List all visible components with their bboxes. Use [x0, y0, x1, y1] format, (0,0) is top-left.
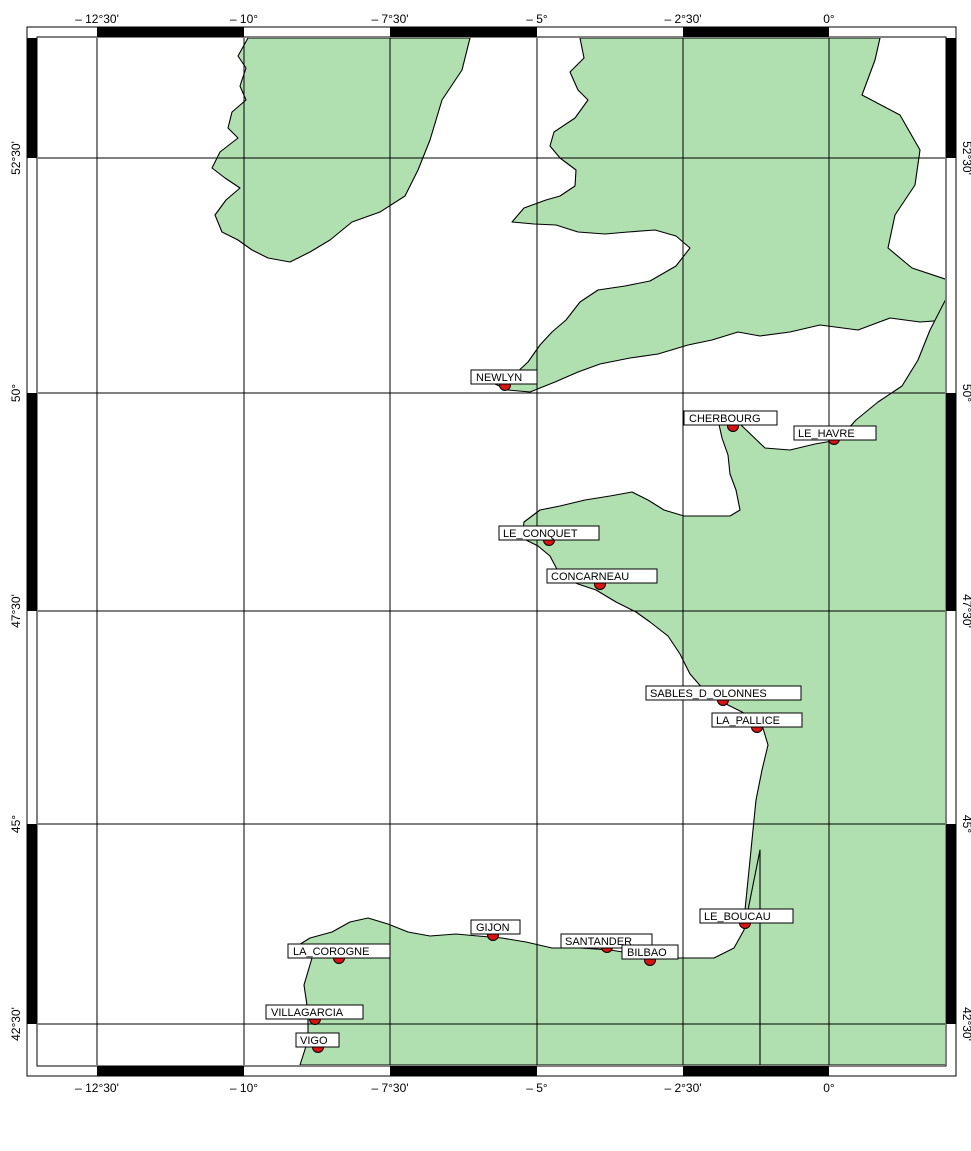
frame-segment-left: [27, 824, 37, 1024]
lon-label-bottom: – 10°: [230, 1081, 258, 1095]
lon-label-bottom: – 7°30': [371, 1081, 408, 1095]
port-label: LA_COROGNE: [293, 946, 369, 958]
lon-label-top: – 12°30': [75, 12, 119, 26]
land-layer: [211, 38, 945, 1065]
port-label-box: [470, 369, 538, 385]
lon-label-top: – 10°: [230, 12, 258, 26]
lon-label-bottom: – 2°30': [664, 1081, 701, 1095]
port-label-box: [621, 944, 679, 960]
frame-segment-top: [390, 27, 537, 37]
frame-segment-bottom: [97, 1066, 244, 1076]
lat-label-left: 45°: [9, 815, 23, 833]
port-villagarcia[interactable]: VILLAGARCIA: [265, 1004, 364, 1025]
port-label: CONCARNEAU: [551, 571, 629, 583]
port-markers[interactable]: NEWLYN CHERBOURG LE_HAVRE LE_CONQUET CON…: [265, 369, 877, 1053]
port-label: SABLES_D_OLONNES: [650, 688, 767, 700]
lon-label-top: 0°: [823, 12, 835, 26]
port-vigo[interactable]: VIGO: [295, 1032, 340, 1053]
port-label: BILBAO: [627, 947, 667, 959]
port-le-havre[interactable]: LE_HAVRE: [793, 425, 877, 445]
lat-label-left: 50°: [9, 384, 23, 402]
longitude-labels: – 12°30' – 10° – 7°30' – 5° – 2°30' 0° –…: [75, 12, 835, 1095]
lat-label-left: 42°30': [9, 1007, 23, 1041]
frame-segment-bottom: [390, 1066, 537, 1076]
frame-segment-left: [27, 38, 37, 158]
port-label-box: [699, 908, 794, 924]
port-le-conquet[interactable]: LE_CONQUET: [498, 525, 600, 546]
land-great-britain: [494, 38, 945, 393]
port-la-pallice[interactable]: LA_PALLICE: [711, 712, 803, 733]
lat-label-right: 50°: [960, 384, 971, 402]
port-la-corogne[interactable]: LA_COROGNE: [287, 943, 391, 964]
port-label: VILLAGARCIA: [271, 1007, 344, 1019]
port-label-box: [295, 1032, 340, 1048]
lon-label-top: – 7°30': [371, 12, 408, 26]
port-label: VIGO: [300, 1035, 328, 1047]
lon-label-bottom: 0°: [823, 1081, 835, 1095]
port-label-box: [470, 919, 521, 935]
graticule: [38, 38, 945, 1065]
land-ireland: [211, 38, 471, 263]
lat-label-right: 47°30': [960, 594, 971, 628]
lat-label-left: 47°30': [9, 594, 23, 628]
frame-segment-right: [946, 824, 956, 1024]
lat-label-right: 42°30': [960, 1007, 971, 1041]
frame-segment-right: [946, 393, 956, 611]
port-label-box: [287, 943, 391, 959]
port-label: CHERBOURG: [689, 413, 761, 425]
port-bilbao[interactable]: BILBAO: [621, 944, 679, 966]
port-label-box: [711, 712, 803, 728]
port-label: LE_HAVRE: [798, 428, 855, 440]
lon-label-top: – 5°: [526, 12, 548, 26]
frame-inner: [36, 36, 947, 1067]
frame-segment-left: [27, 393, 37, 611]
lat-label-left: 52°30': [9, 141, 23, 175]
port-label-box: [683, 410, 778, 426]
port-label-box: [546, 568, 658, 584]
port-le-boucau[interactable]: LE_BOUCAU: [699, 908, 794, 929]
map-frame: [26, 26, 957, 1077]
frame-segment-top: [97, 27, 244, 37]
latitude-labels: 52°30' 50° 47°30' 45° 42°30' 52°30' 50° …: [9, 141, 971, 1041]
port-label: NEWLYN: [476, 372, 522, 384]
port-sables-d-olonnes[interactable]: SABLES_D_OLONNES: [645, 685, 802, 706]
lon-label-bottom: – 12°30': [75, 1081, 119, 1095]
lon-label-bottom: – 5°: [526, 1081, 548, 1095]
port-label: LA_PALLICE: [716, 715, 780, 727]
port-newlyn[interactable]: NEWLYN: [470, 369, 538, 391]
frame-outer: [26, 26, 957, 1077]
lat-label-right: 45°: [960, 815, 971, 833]
port-label: SANTANDER: [565, 936, 632, 948]
port-label-box: [793, 425, 877, 441]
frame-segment-top: [683, 27, 829, 37]
port-label-box: [265, 1004, 364, 1020]
port-concarneau[interactable]: CONCARNEAU: [546, 568, 658, 590]
port-label: GIJON: [476, 922, 510, 934]
port-cherbourg[interactable]: CHERBOURG: [683, 410, 778, 432]
port-gijon[interactable]: GIJON: [470, 919, 521, 941]
frame-segment-bottom: [683, 1066, 829, 1076]
lat-label-right: 52°30': [960, 141, 971, 175]
port-label: LE_CONQUET: [503, 528, 578, 540]
frame-segment-right: [946, 38, 956, 158]
port-label-box: [645, 685, 802, 701]
port-label: LE_BOUCAU: [704, 911, 771, 923]
lon-label-top: – 2°30': [664, 12, 701, 26]
port-label-box: [498, 525, 600, 541]
